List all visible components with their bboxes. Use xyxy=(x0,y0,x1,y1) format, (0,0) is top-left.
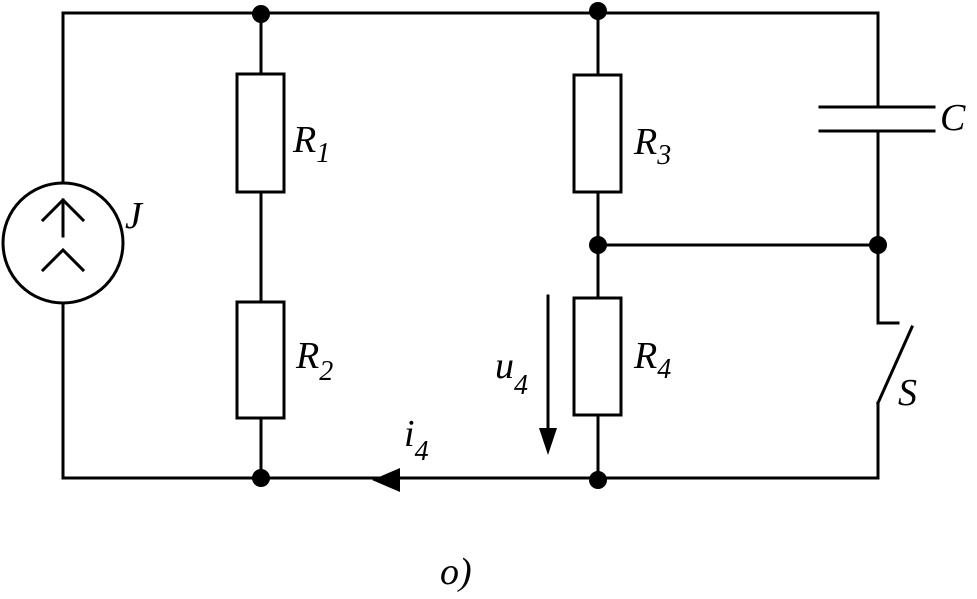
source-arrow-head-2 xyxy=(40,247,86,273)
label-i4-main: i xyxy=(404,413,415,455)
node-mid-left xyxy=(589,236,607,254)
current-arrow-head xyxy=(372,468,400,492)
label-i4-sub: 4 xyxy=(415,436,429,467)
nodes xyxy=(252,2,887,489)
current-source-circle xyxy=(1,181,125,305)
current-source xyxy=(1,181,125,305)
label-r3-sub: 3 xyxy=(656,140,671,171)
label-r3-main: R xyxy=(633,121,657,163)
voltage-arrow xyxy=(539,294,557,455)
label-u4: u4 xyxy=(495,345,528,401)
label-r2: R2 xyxy=(295,335,333,387)
label-r4-sub: 4 xyxy=(657,354,671,385)
capacitor xyxy=(818,105,936,133)
label-r2-sub: 2 xyxy=(319,356,333,387)
label-r3: R3 xyxy=(633,121,671,171)
figure-caption: o) xyxy=(440,551,472,593)
label-c: C xyxy=(940,97,966,139)
label-s: S xyxy=(898,372,917,414)
node-bottom-mid xyxy=(589,471,607,489)
node-mid-right xyxy=(869,236,887,254)
label-j: J xyxy=(125,195,144,237)
label-r4: R4 xyxy=(633,335,671,385)
resistor-r4 xyxy=(572,296,623,417)
label-r1-sub: 1 xyxy=(316,138,330,169)
switch-wire-upper xyxy=(876,243,900,325)
voltage-arrow-head xyxy=(539,428,557,455)
label-r1: R1 xyxy=(292,119,330,169)
label-u4-main: u xyxy=(495,345,514,387)
node-bottom-left xyxy=(252,469,270,487)
label-u4-sub: 4 xyxy=(514,370,528,401)
label-r2-main: R xyxy=(295,335,319,377)
node-top-mid xyxy=(589,2,607,20)
wires xyxy=(61,11,900,480)
resistor-r1 xyxy=(235,72,286,194)
switch-blade xyxy=(876,325,914,405)
resistor-r2 xyxy=(235,300,286,420)
label-r4-main: R xyxy=(633,335,657,377)
label-r1-main: R xyxy=(292,119,316,161)
label-i4: i4 xyxy=(404,413,429,467)
resistor-r3 xyxy=(572,73,623,194)
node-top-left xyxy=(252,5,270,23)
